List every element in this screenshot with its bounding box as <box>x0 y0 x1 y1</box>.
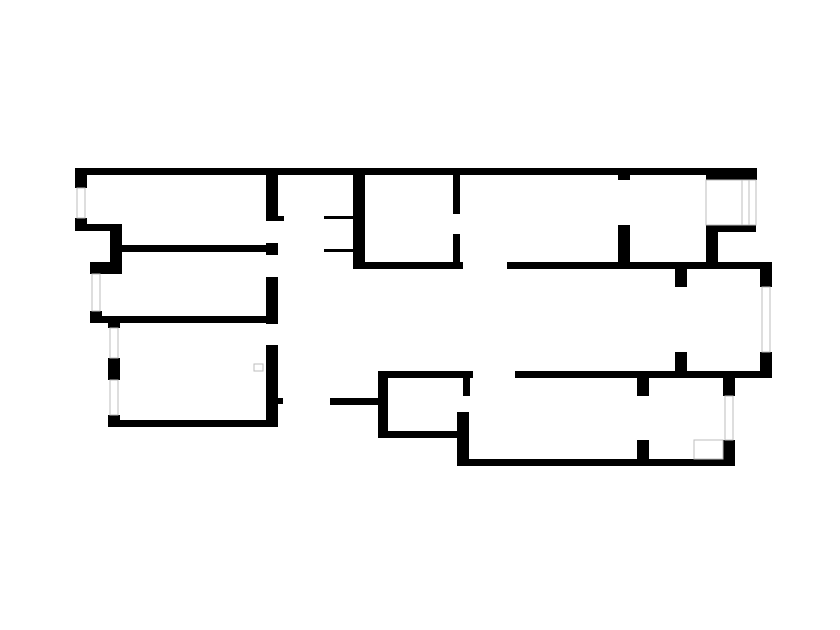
walls <box>75 168 772 466</box>
wall-divider-2 <box>90 316 277 323</box>
wall-right-outer-top <box>760 262 772 287</box>
wall-left-step <box>75 224 120 231</box>
wall-left-low-b <box>108 358 120 380</box>
stair-line-2 <box>324 249 357 252</box>
wall-right-pillar-1 <box>675 262 687 287</box>
fixture-bottom-right <box>693 439 724 460</box>
wall-room-a-right-bottom <box>453 234 460 267</box>
outer-wall-top-right-thick <box>706 168 757 180</box>
wall-bottom-right-a <box>723 374 735 396</box>
corridor-wall-tick-2 <box>274 398 283 404</box>
wall-room-a-bottom <box>353 262 463 269</box>
window-left-mid <box>91 273 101 312</box>
wall-bottom-room-left <box>457 412 469 466</box>
wall-pillar-a-top <box>618 172 630 180</box>
wall-bottom-mid-top <box>507 262 767 269</box>
wall-bottom-left <box>108 420 278 427</box>
window-top-right <box>705 179 757 226</box>
wall-bottom-right-b <box>723 440 735 466</box>
wall-small-room-left <box>378 371 388 437</box>
wall-left-mid-a <box>90 262 122 274</box>
windows <box>76 179 771 460</box>
wall-left-top-a <box>75 168 87 188</box>
corridor-wall-b <box>266 243 278 255</box>
wall-bottom-pillar-a <box>637 374 649 396</box>
window-right <box>761 286 771 353</box>
corridor-wall-a <box>266 172 278 220</box>
wall-left-low-a <box>108 320 120 328</box>
window-left-low-b <box>109 379 119 416</box>
wall-small-room-top <box>378 371 473 378</box>
window-bottom-right <box>724 395 734 441</box>
wall-small-room-bottom <box>378 431 468 438</box>
wall-bottom-pillar-b <box>637 440 649 466</box>
wall-right-top-room <box>706 225 756 232</box>
corridor-wall-c <box>266 277 278 324</box>
wall-room-a-left <box>353 172 365 267</box>
wall-pillar-a <box>618 225 630 267</box>
outer-wall-top <box>75 168 757 175</box>
window-left-low-a <box>109 327 119 359</box>
corridor-wall-tick <box>266 216 284 221</box>
corridor-wall-d <box>266 345 278 427</box>
wall-right-top-room-v <box>706 225 718 267</box>
wall-room-a-right-top <box>453 172 460 214</box>
fixture-small <box>253 363 264 372</box>
window-left-top <box>76 187 86 219</box>
wall-right-outer-bottom <box>760 352 772 377</box>
wall-small-room-right-top <box>463 374 470 396</box>
stair-line-1 <box>324 216 357 219</box>
wall-bottom-room-bottom <box>457 459 735 466</box>
wall-divider-1 <box>120 245 277 252</box>
wall-small-room-arm <box>330 398 382 405</box>
wall-right-pillar-2 <box>675 352 687 377</box>
wall-left-step-vertical <box>110 224 122 267</box>
